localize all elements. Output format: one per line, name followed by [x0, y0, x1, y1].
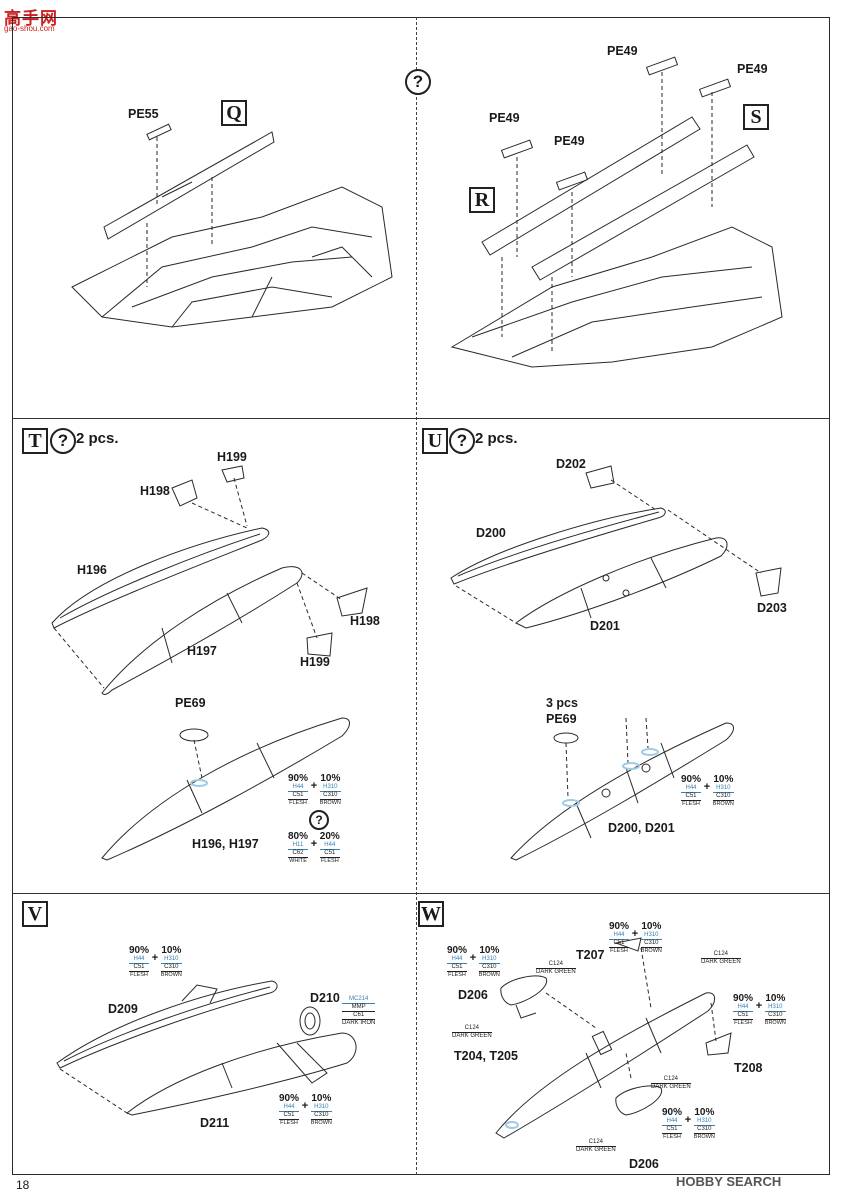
step-u-marker: U	[422, 428, 448, 454]
drop-tank-u-drawing	[450, 465, 782, 861]
part-label: H199	[300, 655, 330, 669]
part-label: PE49	[607, 44, 638, 58]
part-label: PE69	[175, 696, 206, 710]
panel-divider-vertical	[416, 17, 417, 1175]
step-v-marker: V	[22, 901, 48, 927]
step-r-marker: R	[469, 187, 495, 213]
part-label: H199	[217, 450, 247, 464]
part-label: H196, H197	[192, 837, 259, 851]
part-label: T207	[576, 948, 605, 962]
part-label: H198	[140, 484, 170, 498]
part-label: H198	[350, 614, 380, 628]
part-label: PE49	[489, 111, 520, 125]
panel-t: T ? 2 pcs. H199 H198 H196 H198 H197 H199…	[12, 418, 416, 893]
part-label: PE49	[554, 134, 585, 148]
part-label: D206	[629, 1157, 659, 1171]
panel-u: U ? 2 pcs. D202 D200 D203 D201 3 pcs PE6…	[416, 418, 830, 893]
help-icon: ?	[405, 69, 431, 95]
panel-divider-row2	[12, 893, 830, 894]
help-icon: ?	[449, 428, 475, 454]
pod-w-drawing	[495, 937, 732, 1139]
part-label: PE55	[128, 107, 159, 121]
panel-divider-row1	[12, 418, 830, 419]
step-q-marker: Q	[221, 100, 247, 126]
help-icon: ?	[50, 428, 76, 454]
part-label: D200, D201	[608, 821, 675, 835]
paint-chip: MC214 MMP C61 DARK IRON	[342, 996, 376, 1026]
quantity-label: 2 pcs.	[76, 430, 119, 447]
part-label: D200	[476, 526, 506, 540]
watermark-hobbysearch: HOBBY SEARCH	[676, 1174, 782, 1189]
part-label: H197	[187, 644, 217, 658]
part-label: PE49	[737, 62, 768, 76]
part-label: D211	[200, 1116, 230, 1130]
part-label: PE69	[546, 712, 577, 726]
pod-v-drawing	[56, 980, 357, 1116]
part-label: D206	[458, 988, 488, 1002]
pylon-assembly-drawing	[71, 56, 783, 368]
page-number: 18	[16, 1178, 30, 1192]
part-label: T204, T205	[454, 1049, 518, 1063]
watermark-url: gao-shou.com	[4, 24, 55, 33]
instruction-page-frame	[12, 17, 830, 1175]
part-label: T208	[734, 1061, 763, 1075]
part-label: D202	[556, 457, 586, 471]
part-label: H196	[77, 563, 107, 577]
step-t-marker: T	[22, 428, 48, 454]
part-label: D203	[757, 601, 787, 615]
part-label: D209	[108, 1002, 138, 1016]
quantity-label: 2 pcs.	[475, 430, 518, 447]
panel-qrs: ? Q R S PE55 PE49 PE49 PE49 PE49	[12, 17, 830, 418]
step-s-marker: S	[743, 104, 769, 130]
drop-tank-t-drawing	[51, 465, 368, 861]
part-label: D210	[310, 991, 340, 1005]
step-w-marker: W	[418, 901, 444, 927]
help-icon: ?	[309, 810, 329, 830]
watermark-logo: 高手网	[4, 9, 58, 28]
part-label: D201	[590, 619, 620, 633]
part-label: 3 pcs	[546, 696, 578, 710]
